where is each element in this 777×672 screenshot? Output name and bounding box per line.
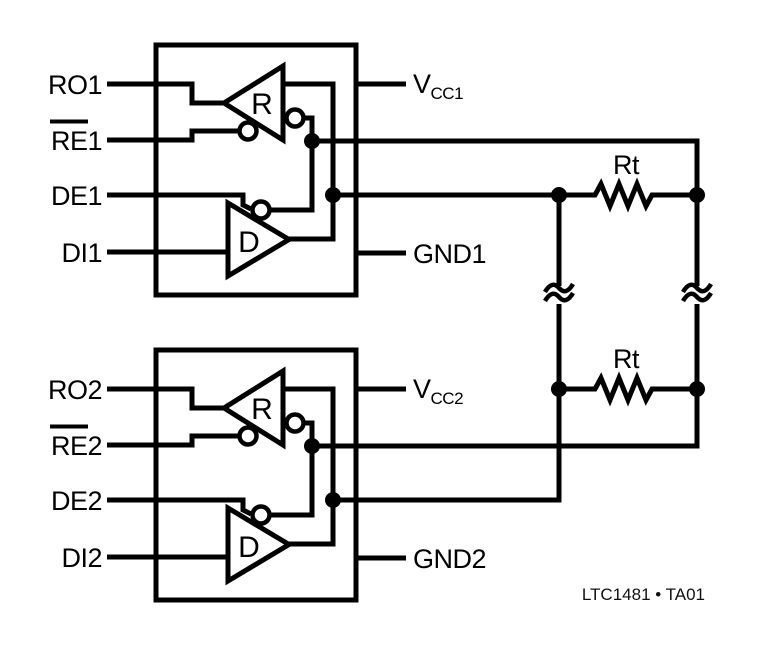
transceiver-2-labels: RO2 RE2 DE2 DI2 VCC2 GND2 R D xyxy=(48,374,487,574)
pin-label-vcc1: VCC1 xyxy=(413,69,463,103)
break-symbol-right xyxy=(683,284,711,301)
termination-resistor-top xyxy=(551,184,705,206)
pin-label-di2: DI2 xyxy=(61,543,102,573)
bus-line-a2 xyxy=(333,304,562,503)
driver-1-label: D xyxy=(238,226,260,259)
pin-label-di1: DI1 xyxy=(61,238,102,268)
pin-label-vcc2: VCC2 xyxy=(413,374,463,408)
receiver-2-label: R xyxy=(251,393,273,426)
vcc2-subscript: CC2 xyxy=(431,389,464,408)
pin-label-ro2: RO2 xyxy=(48,375,102,405)
bus-line-b1 xyxy=(312,138,700,286)
pin-label-gnd2: GND2 xyxy=(413,544,486,574)
break-symbol-left xyxy=(545,284,573,301)
transceiver-1-labels: RO1 RE1 DE1 DI1 VCC1 GND1 R D xyxy=(48,69,487,269)
pin-label-gnd1: GND1 xyxy=(413,239,486,269)
vcc1-main: V xyxy=(413,69,431,99)
pin-label-de1: DE1 xyxy=(51,181,102,211)
pin-label-ro1: RO1 xyxy=(48,70,102,100)
pin-label-de2: DE2 xyxy=(51,486,102,516)
vcc2-main: V xyxy=(413,374,431,404)
bus-line-b2 xyxy=(312,304,700,449)
bus-wiring: Rt Rt xyxy=(312,138,711,503)
rt-top-label: Rt xyxy=(613,150,640,180)
driver-2-label: D xyxy=(238,531,260,564)
pin-label-re1: RE1 xyxy=(51,126,102,156)
rt-bottom-label: Rt xyxy=(613,344,640,374)
termination-resistor-bottom xyxy=(551,378,705,400)
receiver-1-label: R xyxy=(251,88,273,121)
pin-label-re2: RE2 xyxy=(51,431,102,461)
figure-caption: LTC1481 • TA01 xyxy=(582,585,705,604)
vcc1-subscript: CC1 xyxy=(431,84,464,103)
